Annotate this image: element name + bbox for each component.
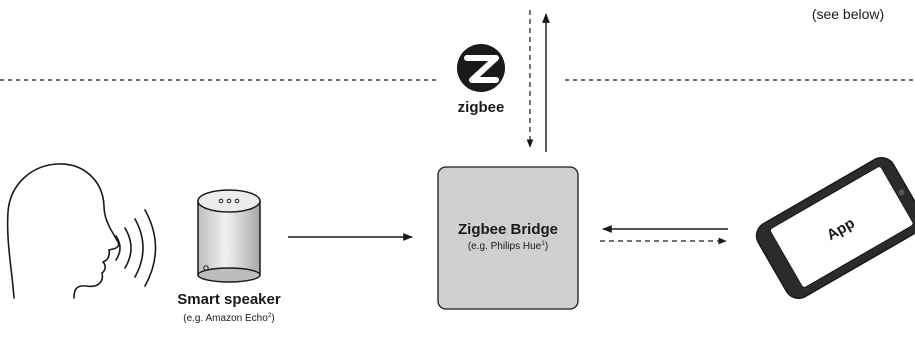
see-below-note: (see below) [812, 6, 884, 22]
speaker-title: Smart speaker [177, 291, 281, 308]
speaker-subtitle: (e.g. Amazon Echo2) [183, 312, 274, 324]
speaker-subtitle-text: (e.g. Amazon Echo [183, 313, 268, 324]
person-head-icon [6, 163, 120, 299]
zigbee-logo-text: zigbee [458, 99, 505, 116]
bridge-footnote-mark: 1 [541, 240, 545, 247]
smart-speaker-icon [197, 189, 261, 283]
bridge-title: Zigbee Bridge [458, 221, 558, 238]
bridge-subtitle-close: ) [545, 241, 548, 252]
bridge-subtitle-text: (e.g. Philips Hue [468, 241, 542, 252]
smartphone-icon: App [755, 157, 915, 299]
zigbee-logo-icon [457, 44, 505, 92]
bridge-subtitle: (e.g. Philips Hue1) [468, 240, 548, 252]
zigbee-bridge-box [437, 166, 579, 310]
speaker-footnote-mark: 2 [268, 312, 272, 319]
speaker-subtitle-close: ) [271, 313, 274, 324]
sound-waves-icon [115, 209, 157, 287]
